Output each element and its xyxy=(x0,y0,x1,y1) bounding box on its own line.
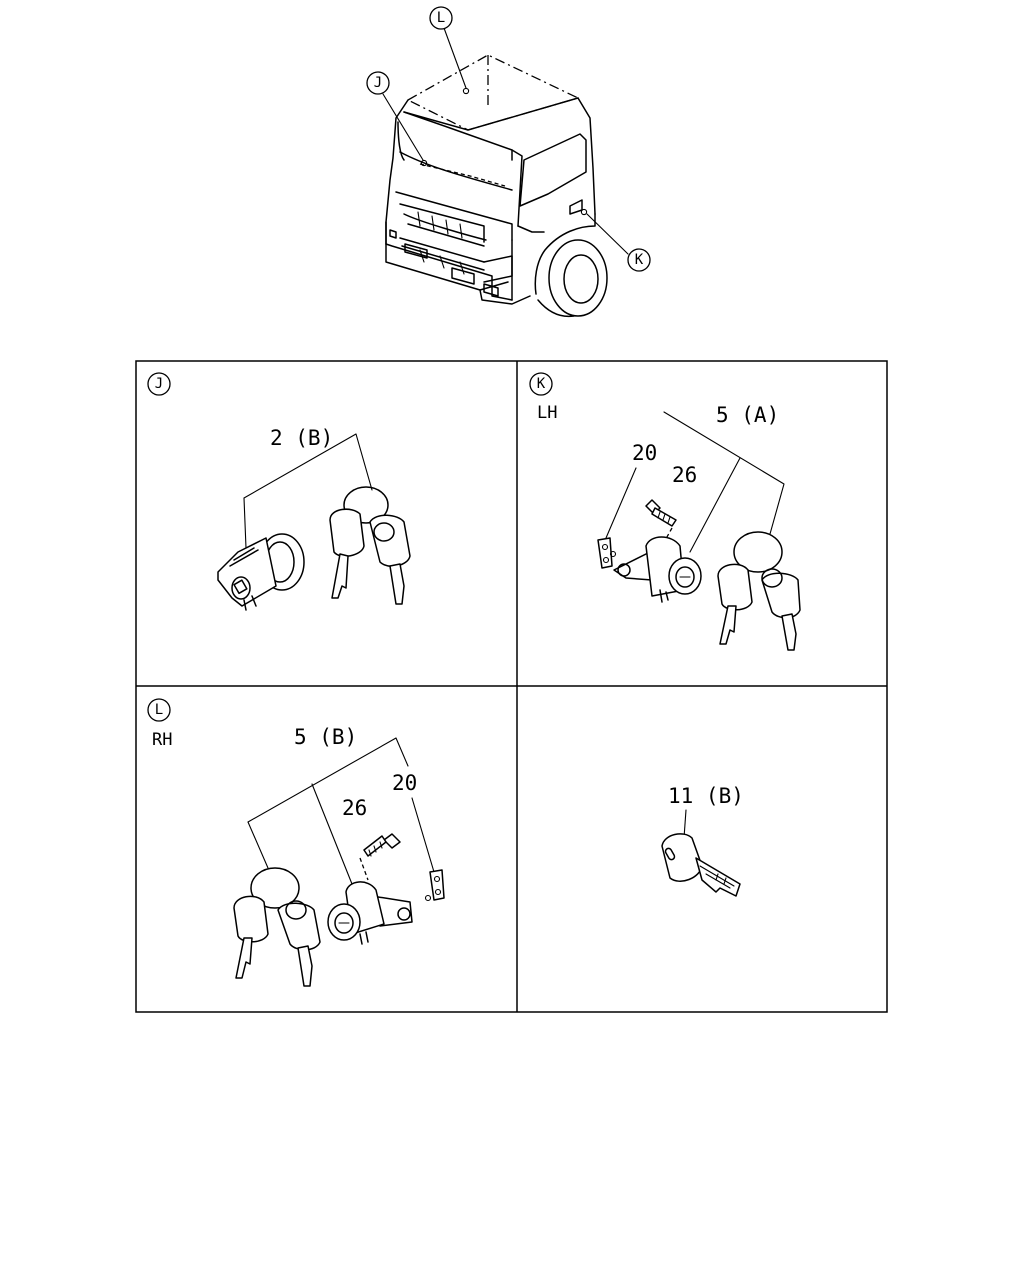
svg-text:L: L xyxy=(437,10,445,26)
bolt-26-k xyxy=(645,499,677,547)
part-label-26-l: 26 xyxy=(342,796,367,820)
part-label-20-k: 20 xyxy=(632,441,657,465)
bolt-26-l xyxy=(359,833,401,881)
blank-key-11b xyxy=(661,833,741,897)
clip-20-l xyxy=(424,869,445,902)
panel-l-side-label: RH xyxy=(152,730,172,750)
overview-callout-k: K xyxy=(627,248,651,272)
panel-j: J 2 (B) xyxy=(147,372,411,611)
part-label-11b: 11 (B) xyxy=(668,784,744,808)
truck-cab-overview: L J K xyxy=(366,6,651,318)
part-label-2b: 2 (B) xyxy=(270,426,333,450)
panel-grid xyxy=(135,360,888,1013)
overview-callout-j: J xyxy=(366,71,390,95)
key-set-k xyxy=(717,531,801,651)
key-set-l xyxy=(233,867,321,987)
panel-k-side-label: LH xyxy=(537,403,557,423)
svg-text:L: L xyxy=(155,702,163,718)
panel-j-marker: J xyxy=(147,372,171,396)
svg-text:K: K xyxy=(537,376,546,392)
panel-l: L RH 5 (B) 26 20 xyxy=(147,698,445,987)
panel-k-marker: K xyxy=(529,372,553,396)
svg-text:J: J xyxy=(374,75,382,91)
svg-text:K: K xyxy=(635,252,644,268)
ignition-cylinder xyxy=(217,533,305,611)
overview-callout-l: L xyxy=(429,6,453,30)
part-label-20-l: 20 xyxy=(392,771,417,795)
door-lock-cylinder-lh xyxy=(609,536,702,603)
panel-key: 11 (B) xyxy=(661,784,744,897)
key-set-j xyxy=(329,486,411,605)
door-lock-cylinder-rh xyxy=(327,881,413,945)
part-label-5b: 5 (B) xyxy=(294,725,357,749)
clip-20-k xyxy=(597,537,613,569)
svg-text:J: J xyxy=(155,376,163,392)
panel-l-marker: L xyxy=(147,698,171,722)
part-label-26-k: 26 xyxy=(672,463,697,487)
part-label-5a: 5 (A) xyxy=(716,403,779,427)
panel-k: K LH 5 (A) 20 26 xyxy=(529,372,801,651)
